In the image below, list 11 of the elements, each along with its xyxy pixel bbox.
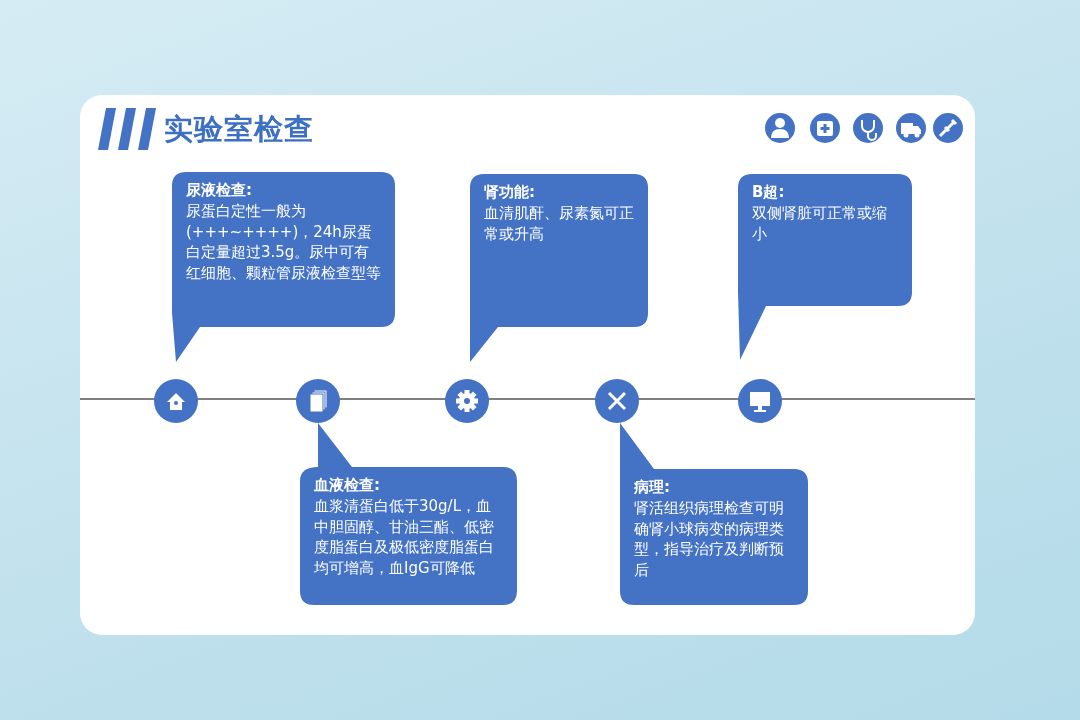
callout-heading: 尿液检查: xyxy=(186,180,253,201)
callout-heading: B超: xyxy=(752,182,786,203)
callout-heading: 肾功能: xyxy=(484,182,536,203)
callout-text: 尿蛋白定性一般为(+++~++++)，24h尿蛋白定量超过3.5g。尿中可有红细胞、颗粒管尿液检查型等 xyxy=(186,201,382,283)
callout-heading: 病理: xyxy=(634,477,671,498)
title: 实验室检查 xyxy=(164,111,314,148)
callout-text: 双侧肾脏可正常或缩小 xyxy=(752,203,888,244)
callout-text: 血浆清蛋白低于30g/L，血中胆固醇、甘油三酯、低密度脂蛋白及极低密度脂蛋白均可增高，血IgG可降低 xyxy=(314,496,495,578)
callout-text: 肾活组织病理检查可明确肾小球病变的病理类型，指导治疗及判断预后 xyxy=(634,498,785,580)
callout-heading: 血液检查: xyxy=(314,475,381,496)
callout-text: 血清肌酐、尿素氮可正常或升高 xyxy=(484,203,635,244)
